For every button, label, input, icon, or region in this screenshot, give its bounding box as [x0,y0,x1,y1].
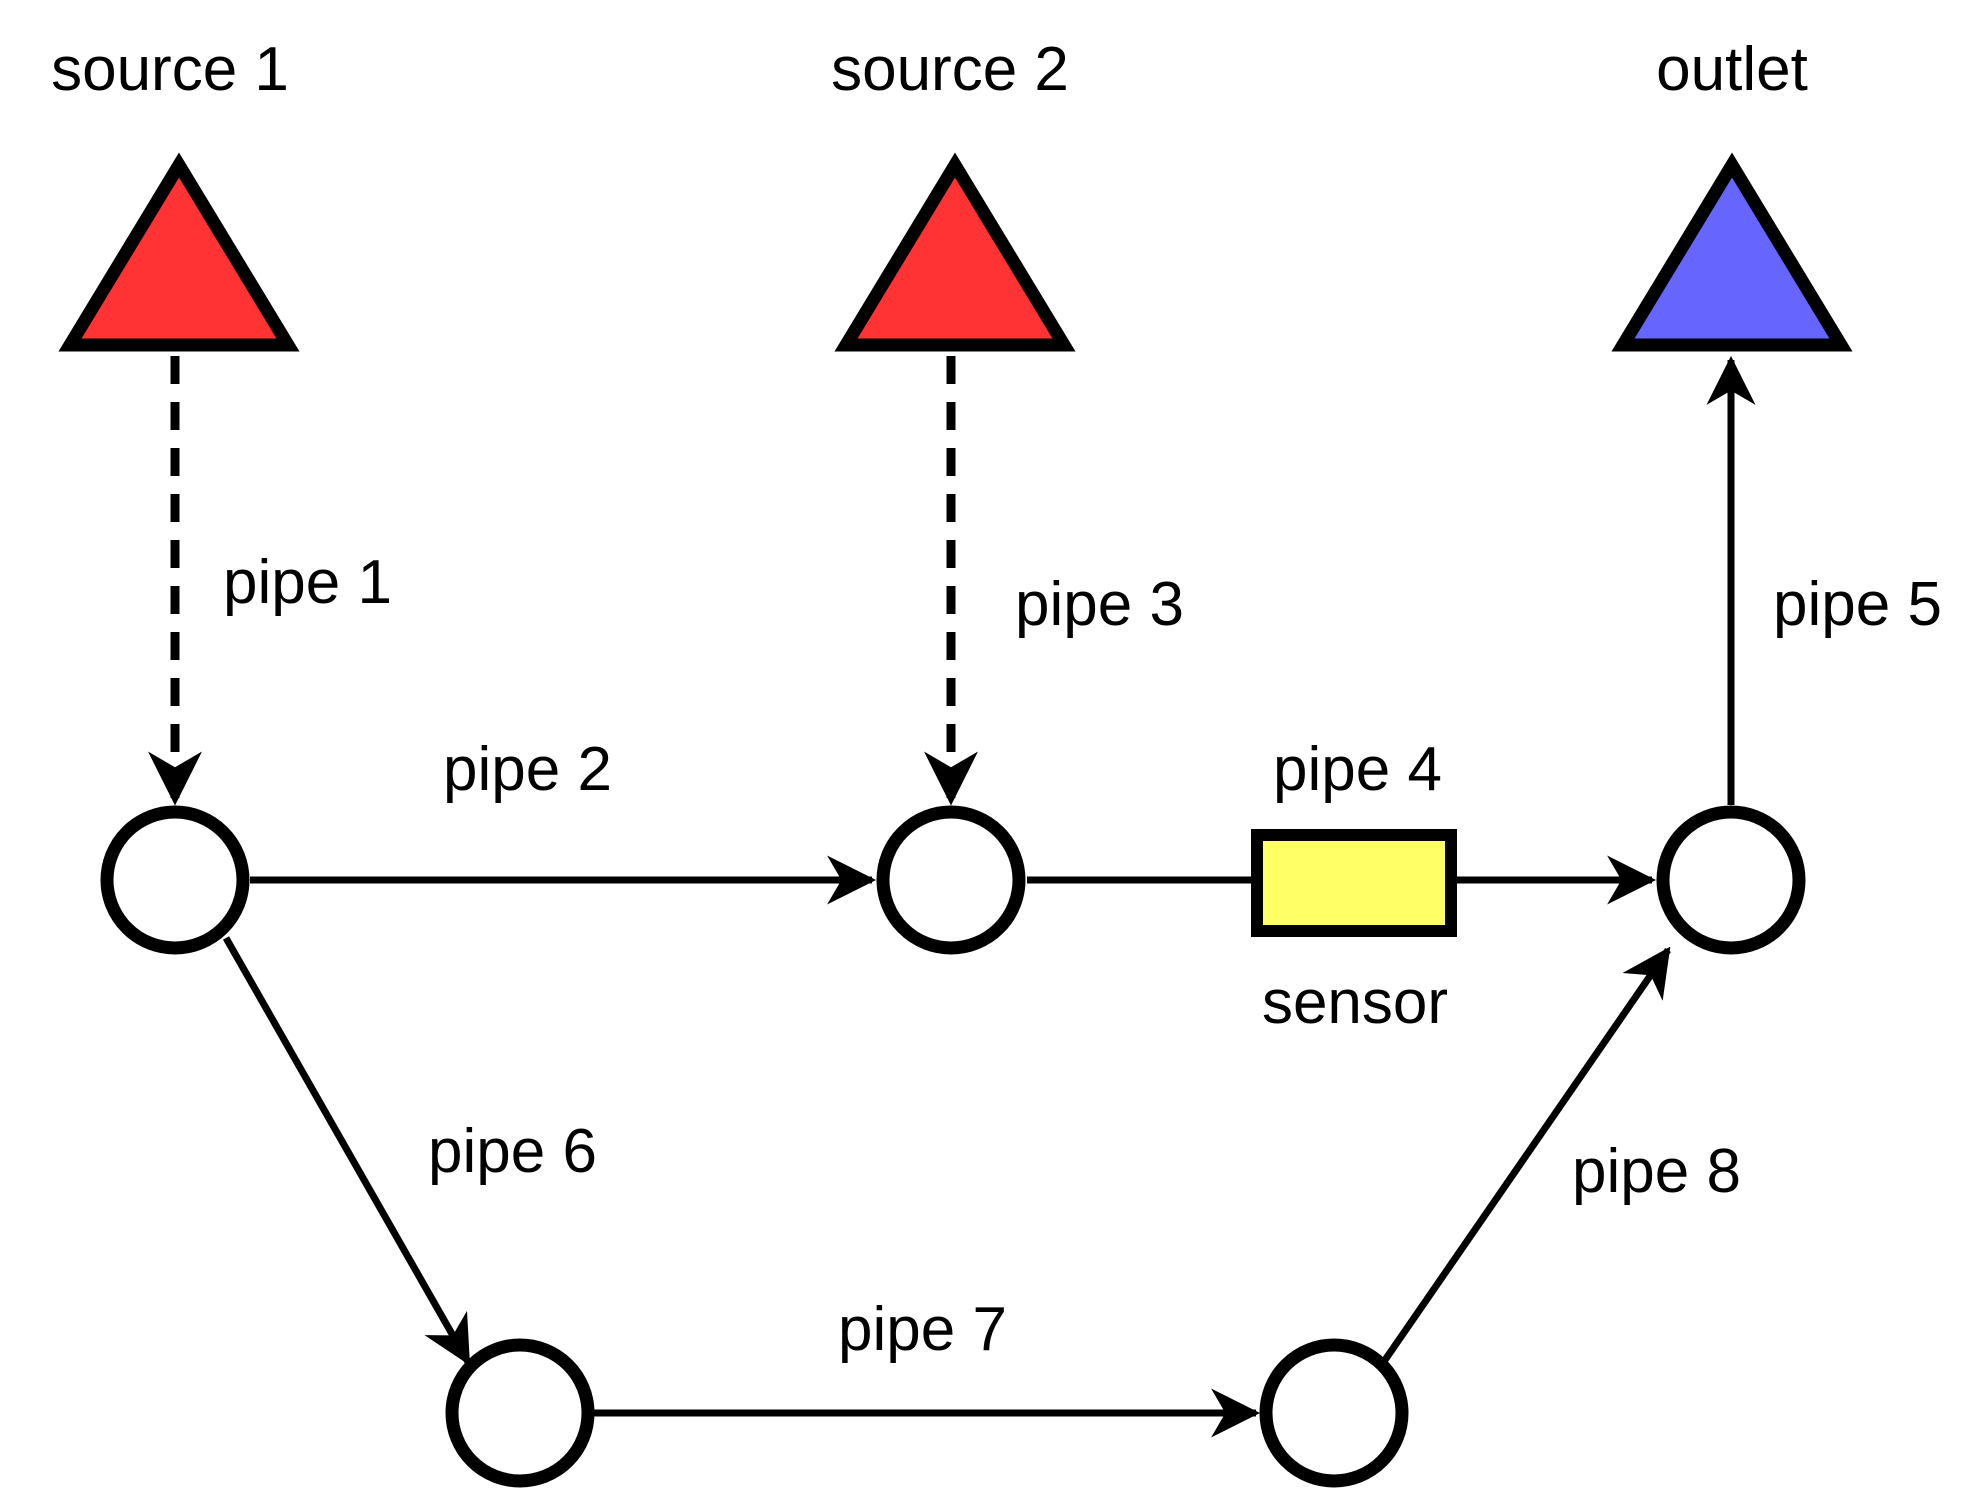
pipe-4-label: pipe 4 [1273,735,1442,804]
sensor-label: sensor [1262,968,1448,1037]
pipe-6-label: pipe 6 [428,1117,597,1186]
pipe-7-label: pipe 7 [838,1295,1007,1364]
source-2-triangle [834,152,1076,352]
sensor-box [1251,829,1457,937]
junction-node [100,805,250,955]
junction-node [876,805,1026,955]
source-1-label: source 1 [51,35,289,104]
junction-node [1259,1338,1409,1488]
pipe-3-label: pipe 3 [1015,570,1184,639]
pipe-2-label: pipe 2 [443,735,612,804]
pipe-8-line [1382,946,1671,1362]
outlet-triangle [1611,152,1853,352]
source-1-triangle [58,152,300,352]
junction-node [1656,805,1806,955]
pipe-5-label: pipe 5 [1773,570,1942,639]
outlet-label: outlet [1656,35,1808,104]
pipe-8-label: pipe 8 [1572,1137,1741,1206]
pipe-6-line [222,936,472,1366]
pipe-1-label: pipe 1 [223,548,392,617]
source-2-label: source 2 [831,35,1069,104]
junction-node [445,1338,595,1488]
